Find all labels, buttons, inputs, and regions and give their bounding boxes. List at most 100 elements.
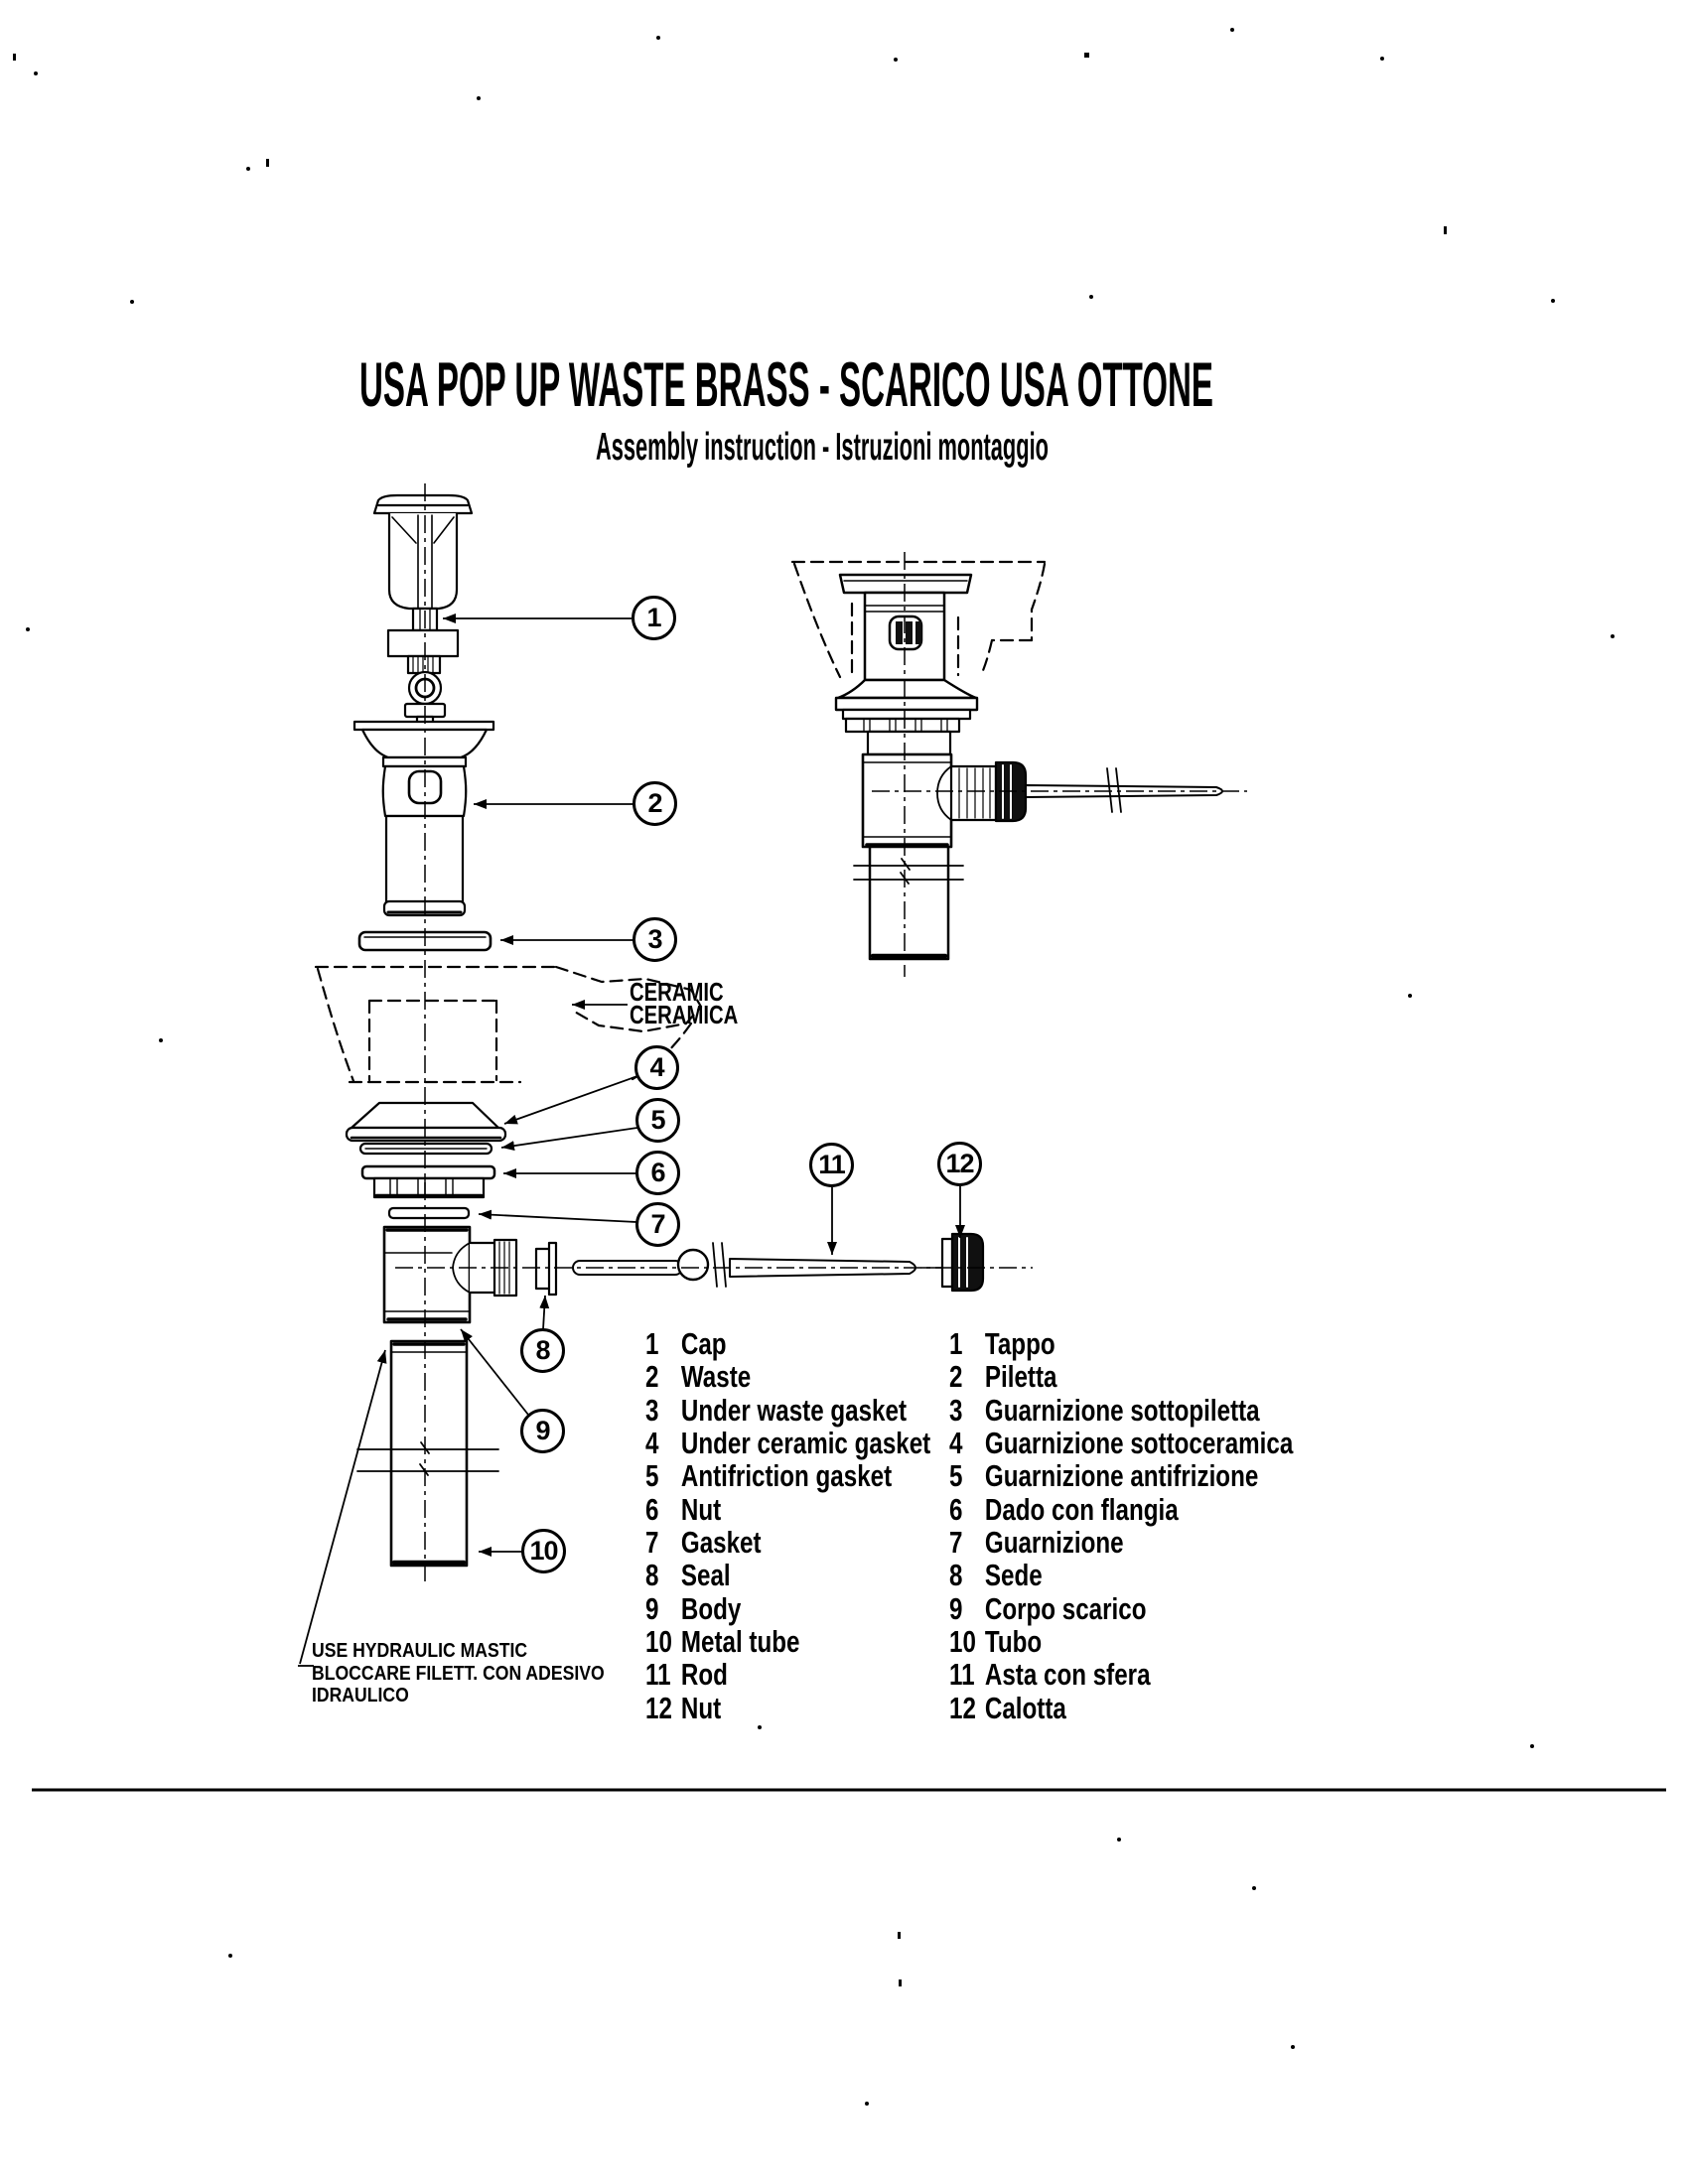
- part-number: 11: [949, 1657, 975, 1692]
- part-label: Seal: [680, 1558, 731, 1592]
- part-label: Under ceramic gasket: [680, 1426, 931, 1460]
- under-ceramic-gasket-part: [345, 1101, 507, 1143]
- part-number: 10: [949, 1624, 976, 1659]
- ceramic-label-en: CERAMIC: [630, 977, 724, 1007]
- part-label: Waste: [680, 1359, 752, 1394]
- callout-12: 12: [937, 1142, 982, 1186]
- part-number: 2: [949, 1359, 963, 1394]
- callout-5: 5: [635, 1098, 680, 1143]
- part-label: Corpo scarico: [984, 1591, 1147, 1626]
- callout-2-number: 2: [647, 788, 662, 818]
- callout-10-number: 10: [529, 1536, 558, 1566]
- callout-8-number: 8: [535, 1335, 550, 1365]
- part-number: 7: [949, 1525, 963, 1560]
- waste-part: [352, 720, 495, 917]
- cap-linkage-parts: [386, 628, 460, 725]
- part-label: Antifriction gasket: [680, 1458, 893, 1493]
- ceramic-label-it: CERAMICA: [630, 1000, 739, 1029]
- part-number: 5: [949, 1458, 963, 1493]
- part-number: 9: [949, 1591, 963, 1626]
- part-number: 8: [949, 1558, 963, 1592]
- parts-en-row-4: 4 Under ceramic gasket: [645, 1427, 930, 1459]
- cap-part: [372, 493, 474, 632]
- callout-3: 3: [633, 917, 677, 962]
- callout-5-number: 5: [650, 1105, 665, 1135]
- parts-en-row-6: 6 Nut: [645, 1493, 721, 1526]
- note-line-2: BLOCCARE FILETT. CON ADESIVO: [312, 1662, 605, 1685]
- part-label: Guarnizione: [984, 1525, 1124, 1560]
- assembled-ceramic-outline: [790, 560, 1047, 679]
- rod-part: [572, 1242, 944, 1288]
- part-number: 10: [645, 1624, 672, 1659]
- parts-en-row-1: 1 Cap: [645, 1327, 727, 1360]
- callout-11: 11: [809, 1143, 854, 1187]
- callout-9: 9: [520, 1409, 565, 1453]
- flanged-nut-part: [360, 1164, 496, 1199]
- part-label: Guarnizione sottopiletta: [984, 1393, 1260, 1428]
- part-number: 4: [645, 1426, 659, 1460]
- part-label: Nut: [680, 1492, 722, 1527]
- part-label: Under waste gasket: [680, 1393, 907, 1428]
- callout-9-number: 9: [535, 1416, 550, 1445]
- parts-it-row-9: 9 Corpo scarico: [949, 1592, 1146, 1625]
- callout-1: 1: [632, 596, 676, 640]
- page-title: USA POP UP WASTE BRASS - SCARICO USA OTT…: [359, 350, 1213, 420]
- note-line-3: IDRAULICO: [312, 1685, 409, 1706]
- ceramic-sink-outline: [314, 965, 703, 1084]
- callout-6-number: 6: [650, 1158, 665, 1187]
- part-number: 1: [949, 1326, 963, 1361]
- part-label: Metal tube: [680, 1624, 800, 1659]
- part-label: Calotta: [984, 1691, 1066, 1725]
- part-number: 12: [949, 1691, 976, 1725]
- parts-it-row-11: 11 Asta con sfera: [949, 1658, 1151, 1691]
- parts-it-row-1: 1 Tappo: [949, 1327, 1055, 1360]
- part-label: Tappo: [984, 1326, 1055, 1361]
- part-label: Asta con sfera: [984, 1657, 1151, 1692]
- antifriction-gasket-part: [358, 1142, 493, 1156]
- part-label: Rod: [680, 1657, 728, 1692]
- rod-nut-part: [940, 1232, 985, 1293]
- gasket-part: [387, 1206, 471, 1220]
- callout-leader-lines: [298, 614, 965, 1667]
- part-number: 1: [645, 1326, 659, 1361]
- parts-it-row-8: 8 Sede: [949, 1559, 1043, 1591]
- parts-en-row-5: 5 Antifriction gasket: [645, 1459, 892, 1492]
- callout-6: 6: [635, 1151, 680, 1195]
- callout-2: 2: [633, 781, 677, 826]
- part-label: Sede: [984, 1558, 1043, 1592]
- callout-4: 4: [634, 1045, 679, 1090]
- part-label: Guarnizione sottoceramica: [984, 1426, 1294, 1460]
- callout-11-number: 11: [818, 1150, 846, 1179]
- callout-7-number: 7: [650, 1209, 665, 1239]
- part-label: Cap: [680, 1326, 727, 1361]
- callout-10: 10: [521, 1529, 566, 1573]
- callout-7: 7: [635, 1202, 680, 1247]
- part-label: Nut: [680, 1691, 722, 1725]
- part-number: 12: [645, 1691, 672, 1725]
- metal-tube-part: [356, 1339, 499, 1568]
- part-number: 5: [645, 1458, 659, 1493]
- parts-it-row-7: 7 Guarnizione: [949, 1526, 1124, 1559]
- part-number: 6: [645, 1492, 659, 1527]
- part-label: Piletta: [984, 1359, 1057, 1394]
- part-number: 3: [949, 1393, 963, 1428]
- callout-1-number: 1: [646, 603, 661, 632]
- assembled-view-drawing: [790, 560, 1223, 961]
- body-part: [382, 1225, 518, 1324]
- seal-part: [534, 1241, 558, 1297]
- part-label: Dado con flangia: [984, 1492, 1179, 1527]
- hydraulic-mastic-note: USE HYDRAULIC MASTIC BLOCCARE FILETT. CO…: [312, 1640, 605, 1707]
- page-subtitle: Assembly instruction - Istruzioni montag…: [596, 426, 1049, 469]
- part-number: 9: [645, 1591, 659, 1626]
